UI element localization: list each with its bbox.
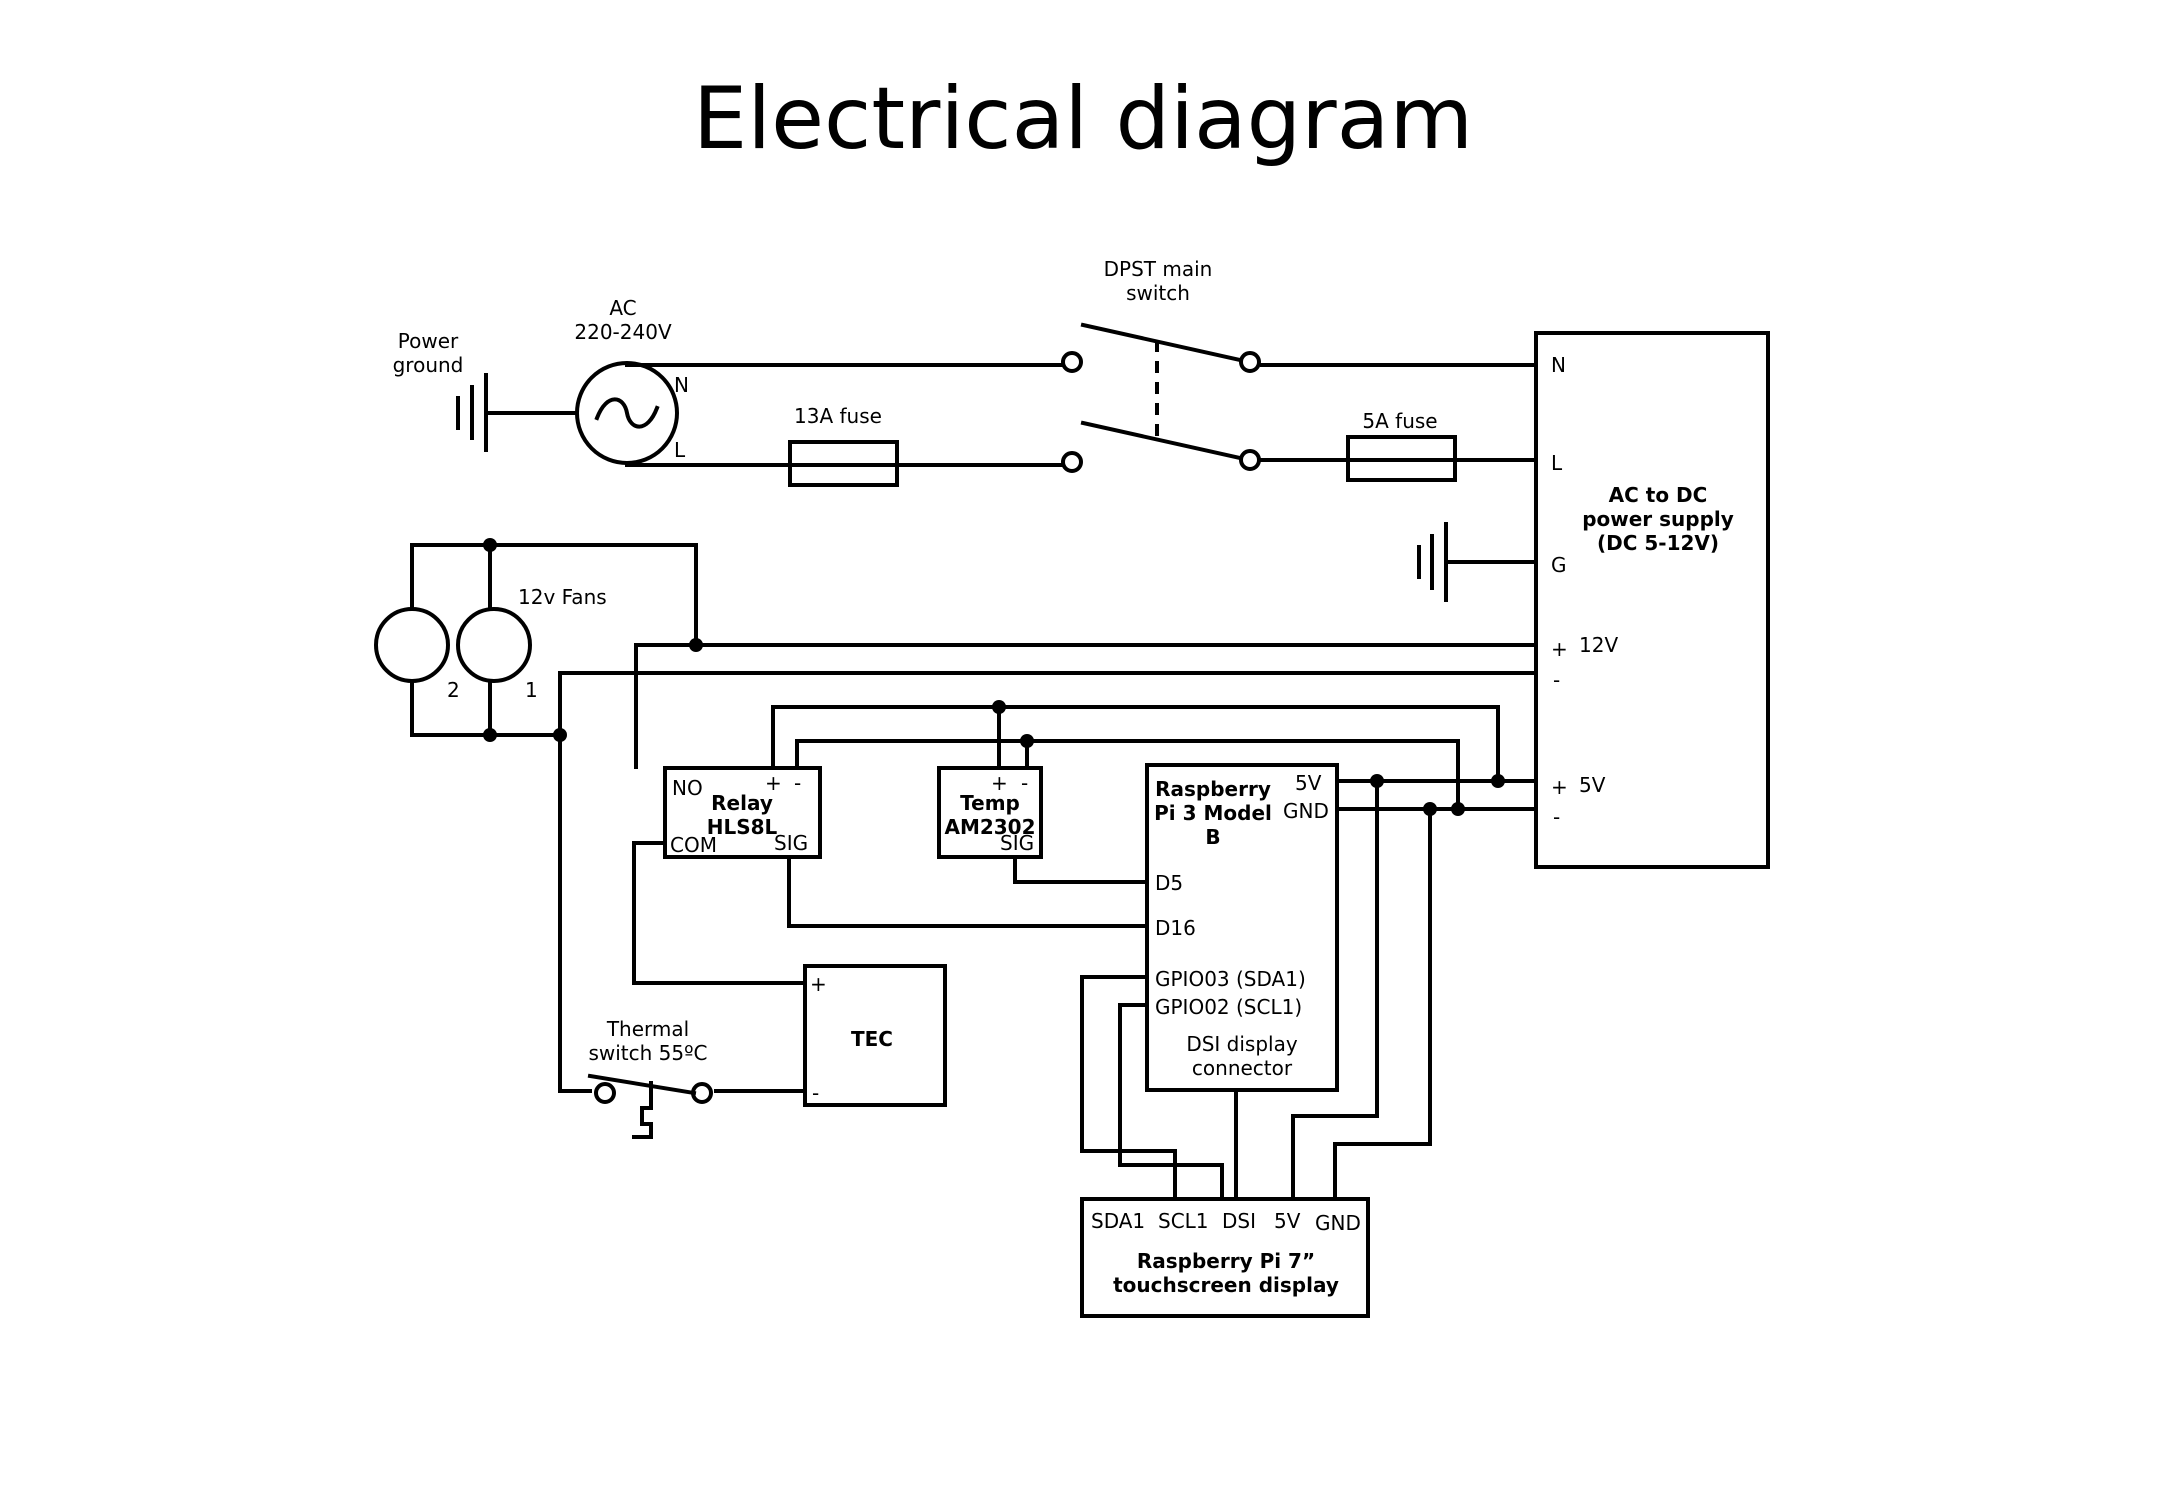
rpi-pin-gnd: GND: [1283, 799, 1329, 823]
power-ground-label: ground: [393, 353, 464, 377]
display-pin-gnd: GND: [1315, 1211, 1361, 1235]
fan-1-icon: [456, 607, 532, 683]
relay-box: [663, 766, 822, 859]
psu-pin-5v-minus: -: [1553, 805, 1560, 829]
temp-pin-sig: SIG: [1000, 831, 1034, 855]
thermal-switch-label: Thermal: [606, 1017, 689, 1041]
power-ground-label: Power: [398, 329, 459, 353]
temp-name: AM2302: [944, 815, 1035, 839]
tec-pin-plus: +: [810, 972, 827, 996]
display-pin-sda1: SDA1: [1091, 1209, 1145, 1233]
psu-pin-12v-plus: +: [1551, 637, 1568, 661]
psu-pin-5v-plus: +: [1551, 775, 1568, 799]
display-pin-scl1: SCL1: [1158, 1209, 1209, 1233]
fuse-13a-label: 13A fuse: [794, 404, 882, 428]
relay-name: Relay: [711, 791, 773, 815]
fan-2-icon: [374, 607, 450, 683]
psu-pin-5v-label: 5V: [1579, 773, 1606, 797]
relay-pin-no: NO: [672, 776, 703, 800]
power-ground-icon: [456, 373, 488, 452]
psu-box: [1534, 331, 1770, 869]
temp-sensor-box: [937, 766, 1043, 859]
relay-pin-com: COM: [670, 833, 717, 857]
relay-pin-plus: +: [765, 771, 782, 795]
ac-n-label: N: [674, 373, 689, 397]
rpi-name: Raspberry: [1155, 777, 1271, 801]
fan-2-label: 2: [447, 678, 460, 702]
rpi-pin-gpio03: GPIO03 (SDA1): [1155, 967, 1306, 991]
dpst-label: switch: [1126, 281, 1190, 305]
tec-pin-minus: -: [812, 1081, 819, 1105]
temp-pin-plus: +: [991, 771, 1008, 795]
temp-pin-minus: -: [1021, 771, 1028, 795]
psu-pin-g: G: [1551, 553, 1567, 577]
junction-dots: [483, 538, 1505, 816]
rpi-pin-d16: D16: [1155, 916, 1196, 940]
ac-source-icon: [575, 361, 679, 465]
rpi-name: B: [1205, 825, 1220, 849]
display-box: [1080, 1197, 1370, 1318]
display-name: touchscreen display: [1113, 1273, 1339, 1297]
psu-pin-l: L: [1551, 451, 1563, 475]
psu-pin-12v-minus: -: [1553, 668, 1560, 692]
rpi-box: [1145, 763, 1339, 1092]
psu-name: power supply: [1582, 507, 1734, 531]
display-pin-dsi: DSI: [1222, 1209, 1256, 1233]
rpi-dsi-label: connector: [1192, 1056, 1293, 1080]
psu-ground-icon: [1417, 522, 1448, 602]
ac-source-label: 220-240V: [574, 320, 672, 344]
fan-1-label: 1: [525, 678, 538, 702]
relay-pin-sig: SIG: [774, 831, 808, 855]
rpi-pin-d5: D5: [1155, 871, 1183, 895]
psu-pin-n: N: [1551, 353, 1566, 377]
ac-l-label: L: [674, 438, 686, 462]
dpst-label: DPST main: [1104, 257, 1213, 281]
psu-pin-12v-label: 12V: [1579, 633, 1618, 657]
thermal-switch-label: switch 55ºC: [588, 1041, 707, 1065]
thermal-switch-icon: [587, 1073, 713, 1139]
psu-name: AC to DC: [1609, 483, 1708, 507]
display-name: Raspberry Pi 7”: [1137, 1249, 1315, 1273]
tec-box: [803, 964, 947, 1107]
temp-name: Temp: [960, 791, 1020, 815]
dpst-switch-icon: [1061, 322, 1261, 473]
psu-name: (DC 5-12V): [1597, 531, 1719, 555]
display-pin-5v: 5V: [1274, 1209, 1301, 1233]
rpi-pin-5v: 5V: [1295, 771, 1322, 795]
page-title: Electrical diagram: [693, 69, 1473, 169]
relay-name: HLS8L: [707, 815, 778, 839]
relay-pin-minus: -: [794, 771, 801, 795]
tec-name: TEC: [851, 1027, 893, 1051]
ac-source-label: AC: [609, 296, 636, 320]
rpi-name: Pi 3 Model: [1154, 801, 1272, 825]
fuse-5a-label: 5A fuse: [1362, 409, 1437, 433]
rpi-pin-gpio02: GPIO02 (SCL1): [1155, 995, 1302, 1019]
wires: [410, 363, 1538, 1199]
rpi-dsi-label: DSI display: [1186, 1032, 1298, 1056]
fans-label: 12v Fans: [518, 585, 607, 609]
